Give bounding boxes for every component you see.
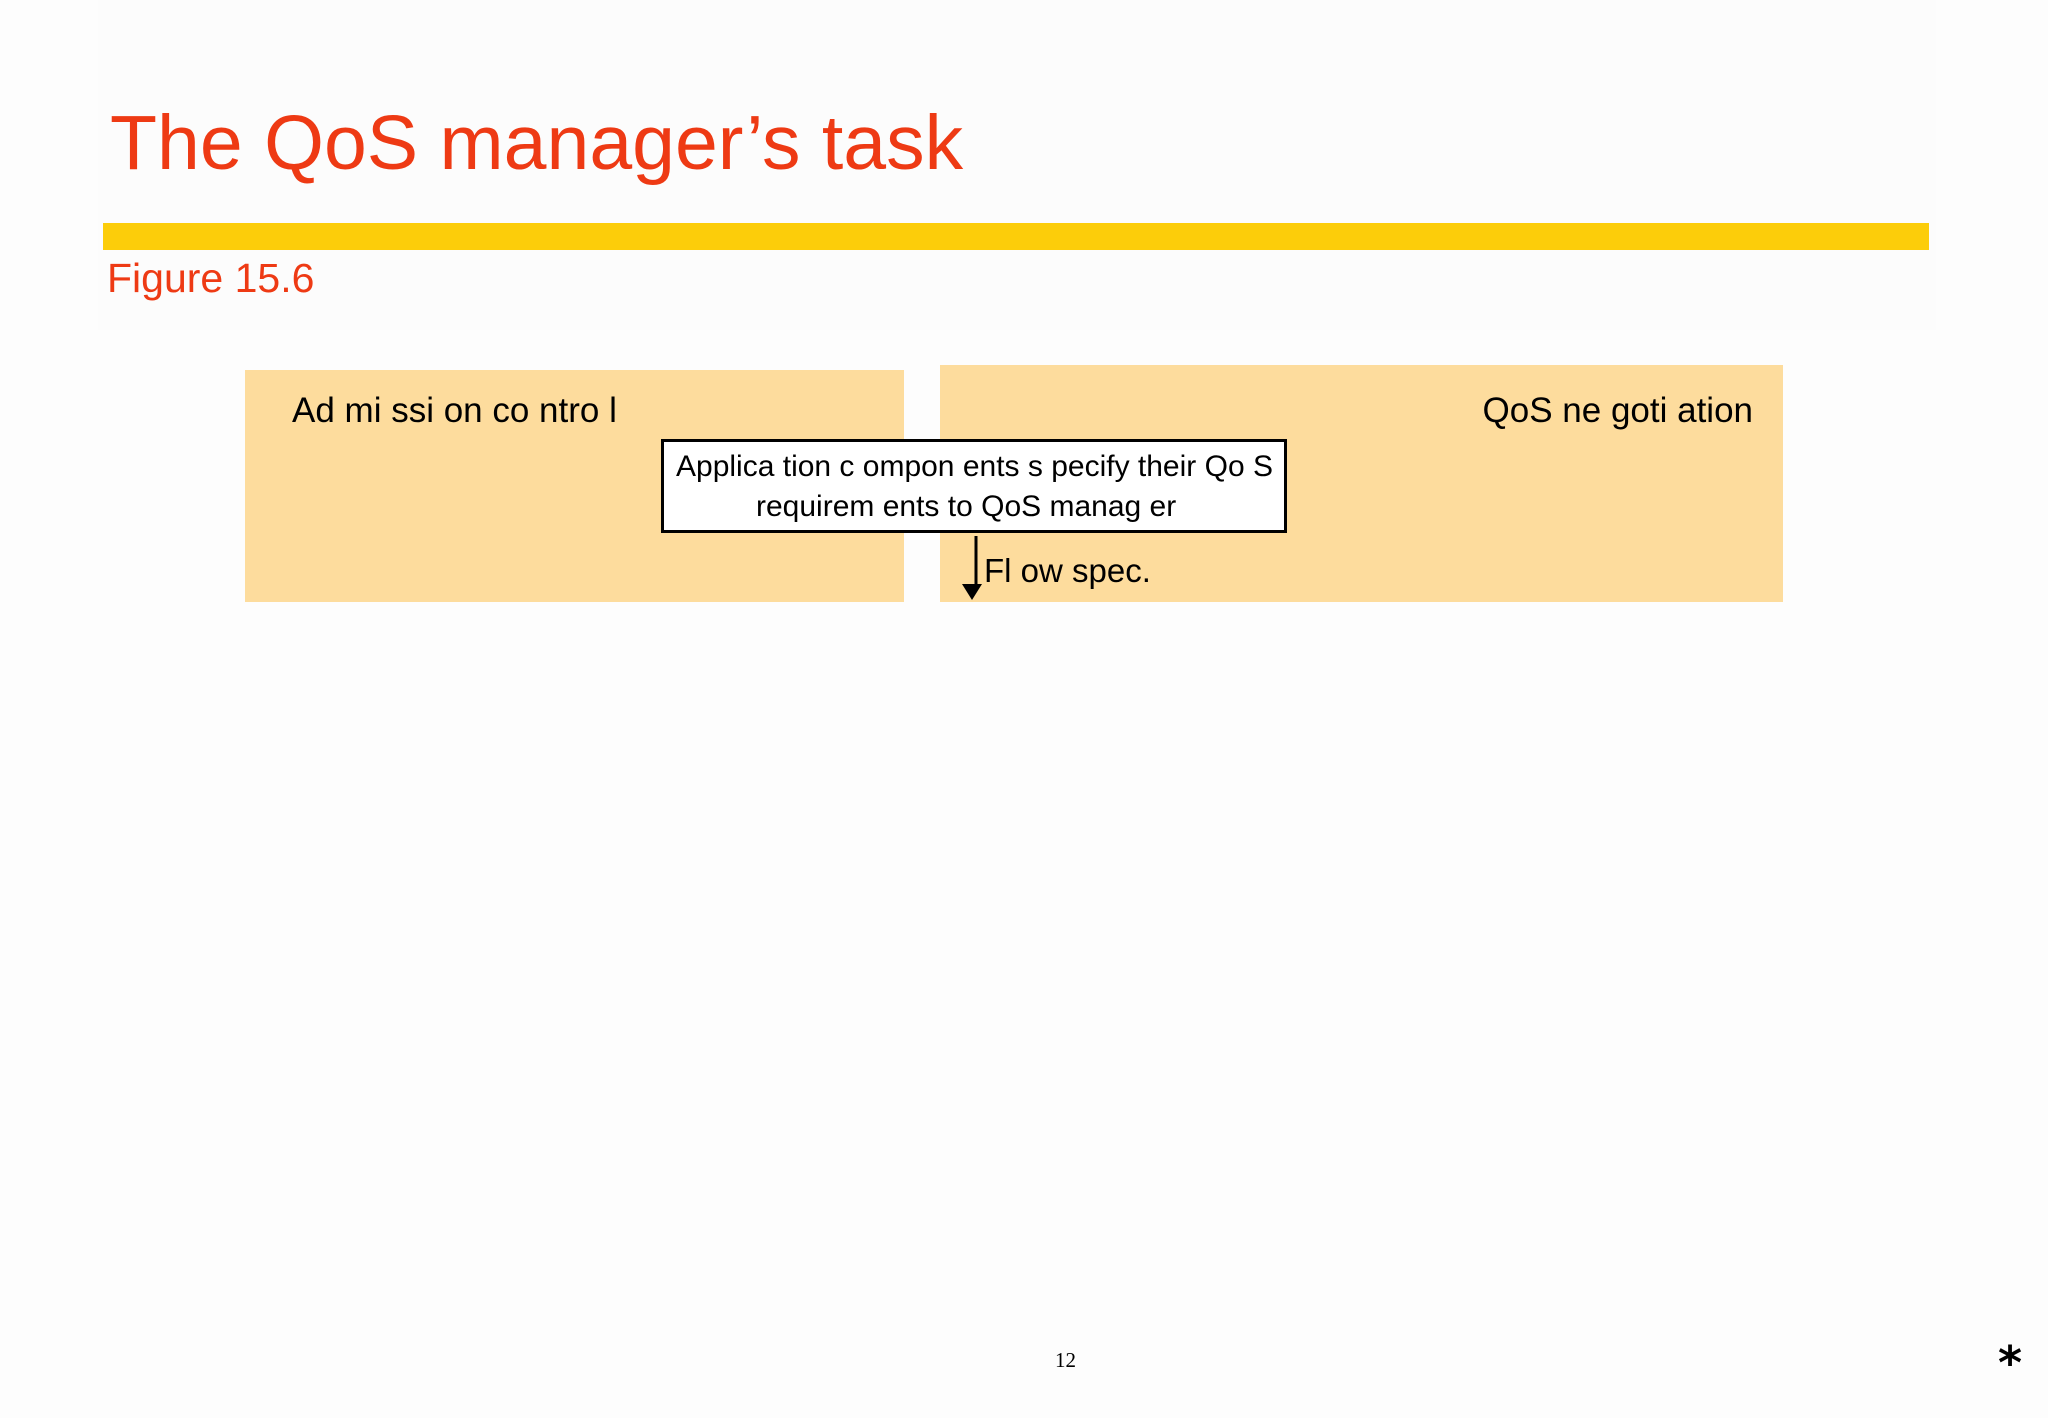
callout-text-line-2: requirem ents to QoS manag er xyxy=(756,490,1177,523)
callout-text-line-1: Applica tion c ompon ents s pecify their… xyxy=(676,450,1273,483)
figure-caption: Figure 15.6 xyxy=(107,255,315,301)
title-background xyxy=(98,0,1936,330)
page-number: 12 xyxy=(1055,1348,1076,1372)
admission-control-label: Ad mi ssi on co ntro l xyxy=(292,391,617,430)
qos-negotiation-label: QoS ne goti ation xyxy=(1482,391,1753,430)
asterisk-icon: * xyxy=(1998,1336,2023,1390)
flow-spec-label: Fl ow spec. xyxy=(984,552,1151,589)
flow-arrow-icon xyxy=(962,536,982,600)
title-divider xyxy=(103,223,1929,250)
slide-title: The QoS manager’s task xyxy=(110,100,964,186)
application-requirements-box xyxy=(661,439,1287,533)
